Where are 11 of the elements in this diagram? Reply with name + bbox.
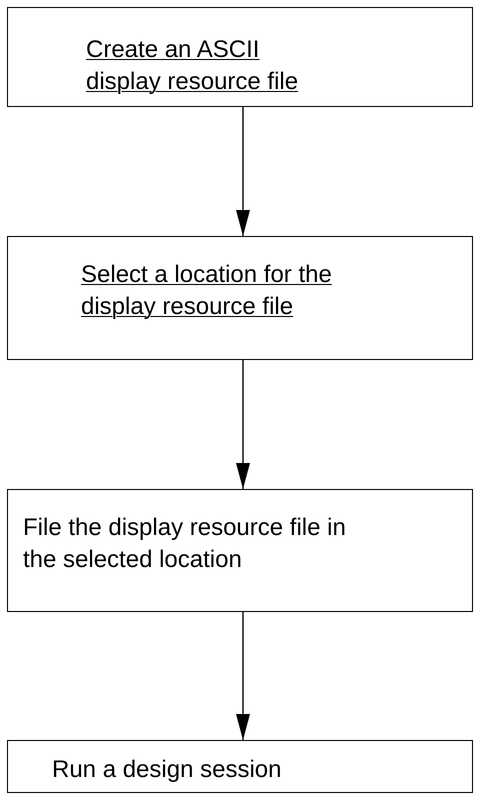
process-box — [7, 236, 473, 360]
process-box — [7, 489, 473, 612]
step-text: Run a design session — [52, 755, 282, 785]
arrow — [236, 360, 250, 489]
step-text: Create an ASCII display resource file — [86, 35, 300, 97]
arrow — [236, 612, 250, 740]
step-text: File the display resource file in the selected location — [23, 513, 347, 575]
process-box — [7, 7, 473, 107]
step-text: Select a location for the display resource file — [81, 260, 333, 322]
arrow — [236, 107, 250, 236]
process-box — [7, 740, 473, 793]
